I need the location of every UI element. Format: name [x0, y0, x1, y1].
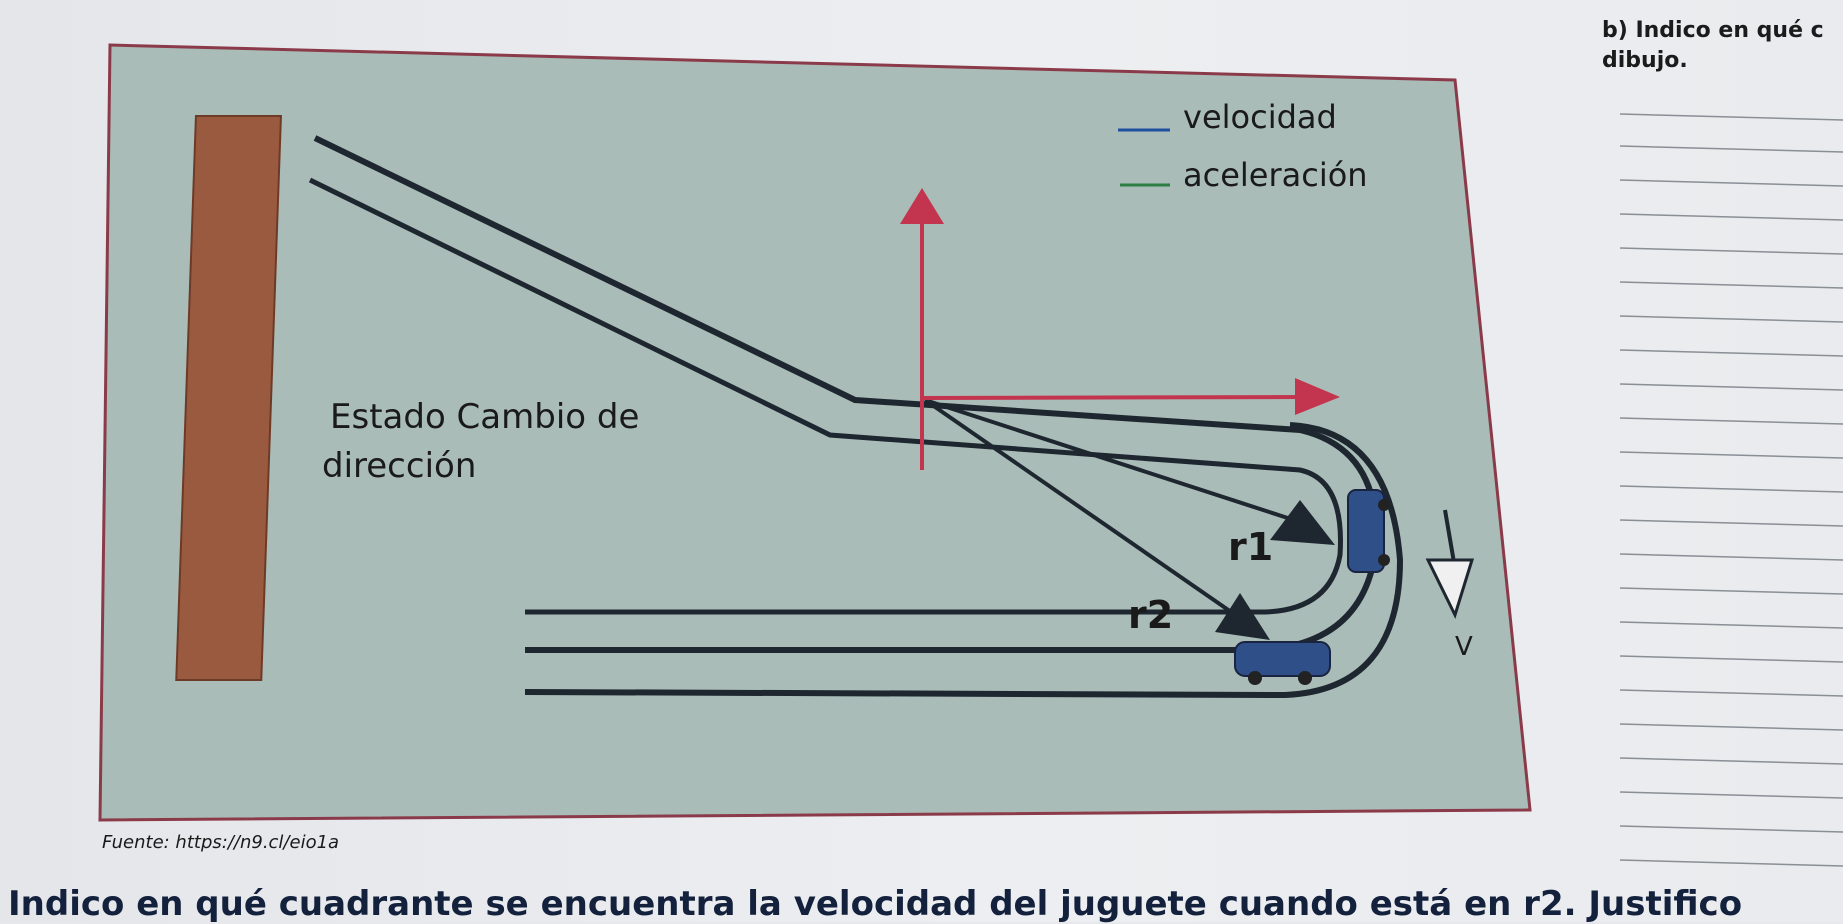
bottom-question: Indico en qué cuadrante se encuentra la …	[8, 884, 1743, 924]
up-vector-arrowhead	[900, 188, 944, 224]
legend-acceleration-label: aceleración	[1183, 156, 1368, 194]
v-arrowhead	[1425, 558, 1475, 620]
r1-label: r1	[1228, 525, 1273, 569]
r2-arrowhead	[1215, 593, 1270, 640]
state-label-line2: dirección	[322, 446, 476, 486]
car-top	[1347, 489, 1390, 573]
v-label: V	[1455, 632, 1473, 662]
car-bottom	[1234, 641, 1331, 685]
figure-board	[98, 43, 1532, 822]
vectors	[920, 220, 1301, 470]
state-label-line1: Estado Cambio de	[330, 397, 639, 437]
brick-wall	[175, 115, 282, 681]
legend-velocity-label: velocidad	[1183, 98, 1337, 136]
radius-lines	[923, 398, 1301, 627]
question-b-line2: dibujo.	[1602, 48, 1688, 73]
r1-arrowhead	[1270, 500, 1335, 545]
figure-source: Fuente: https://n9.cl/eio1a	[102, 832, 339, 853]
question-b-line1: b) Indico en qué c	[1602, 18, 1824, 43]
r2-label: r2	[1128, 593, 1173, 637]
right-vector-arrowhead	[1295, 378, 1340, 415]
answer-lines	[1620, 113, 1843, 867]
